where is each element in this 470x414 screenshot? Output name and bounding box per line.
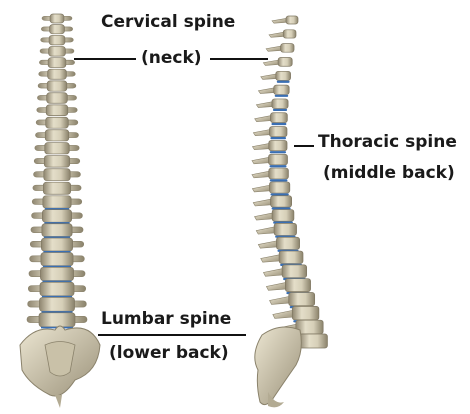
side-vertebra xyxy=(261,71,291,83)
side-vertebra xyxy=(255,210,294,224)
front-vertebra xyxy=(32,210,83,224)
side-vertebra xyxy=(270,293,315,309)
cervical-leader-line-right xyxy=(210,58,268,60)
front-vertebra xyxy=(29,267,85,282)
lumbar-separator-line xyxy=(98,334,246,336)
front-vertebra xyxy=(30,253,85,268)
lumbar-label-title: Lumbar spine xyxy=(101,309,231,329)
front-vertebra xyxy=(39,69,76,79)
side-vertebra xyxy=(261,251,303,266)
front-vertebra xyxy=(35,130,78,141)
front-vertebra xyxy=(34,156,80,168)
front-vertebra xyxy=(36,117,78,128)
side-vertebra xyxy=(272,16,298,24)
lumbar-label-sub: (lower back) xyxy=(109,343,229,363)
front-vertebra xyxy=(33,182,81,194)
side-vertebra xyxy=(256,223,296,237)
side-vertebra xyxy=(263,265,306,280)
front-vertebra xyxy=(31,224,83,238)
thoracic-leader-line xyxy=(294,145,314,147)
front-vertebra xyxy=(28,297,87,312)
side-vertebra xyxy=(252,182,289,196)
thoracic-label-sub: (middle back) xyxy=(323,163,455,183)
side-vertebra xyxy=(256,99,288,111)
side-vertebra xyxy=(258,237,299,252)
side-vertebra xyxy=(266,279,310,294)
front-spine-vertebrae xyxy=(27,14,87,328)
front-vertebra xyxy=(40,46,74,56)
front-vertebra xyxy=(37,93,76,104)
side-sacrum xyxy=(255,327,302,405)
side-vertebra xyxy=(253,127,287,140)
cervical-leader-line-left xyxy=(74,58,136,60)
side-vertebra xyxy=(252,154,288,167)
side-vertebra xyxy=(252,140,287,153)
side-vertebra xyxy=(269,30,296,38)
side-vertebra xyxy=(253,196,291,210)
front-vertebra xyxy=(28,282,85,297)
front-vertebra xyxy=(34,169,81,181)
front-vertebra xyxy=(37,105,77,116)
cervical-label-sub: (neck) xyxy=(141,48,202,68)
side-spine-vertebrae xyxy=(252,16,328,348)
front-vertebra xyxy=(41,35,74,44)
cervical-label-title: Cervical spine xyxy=(101,12,235,32)
side-vertebra xyxy=(266,44,294,53)
front-vertebra xyxy=(38,81,76,91)
thoracic-label-title: Thoracic spine xyxy=(318,132,457,152)
side-vertebra xyxy=(252,168,289,181)
front-vertebra xyxy=(35,143,79,154)
front-vertebra xyxy=(41,25,72,34)
side-vertebra xyxy=(255,113,288,125)
front-vertebra xyxy=(27,313,87,329)
front-vertebra xyxy=(42,14,72,23)
side-vertebra xyxy=(258,85,289,97)
front-vertebra xyxy=(30,238,83,253)
front-vertebra xyxy=(32,196,82,210)
front-vertebra xyxy=(39,58,74,68)
